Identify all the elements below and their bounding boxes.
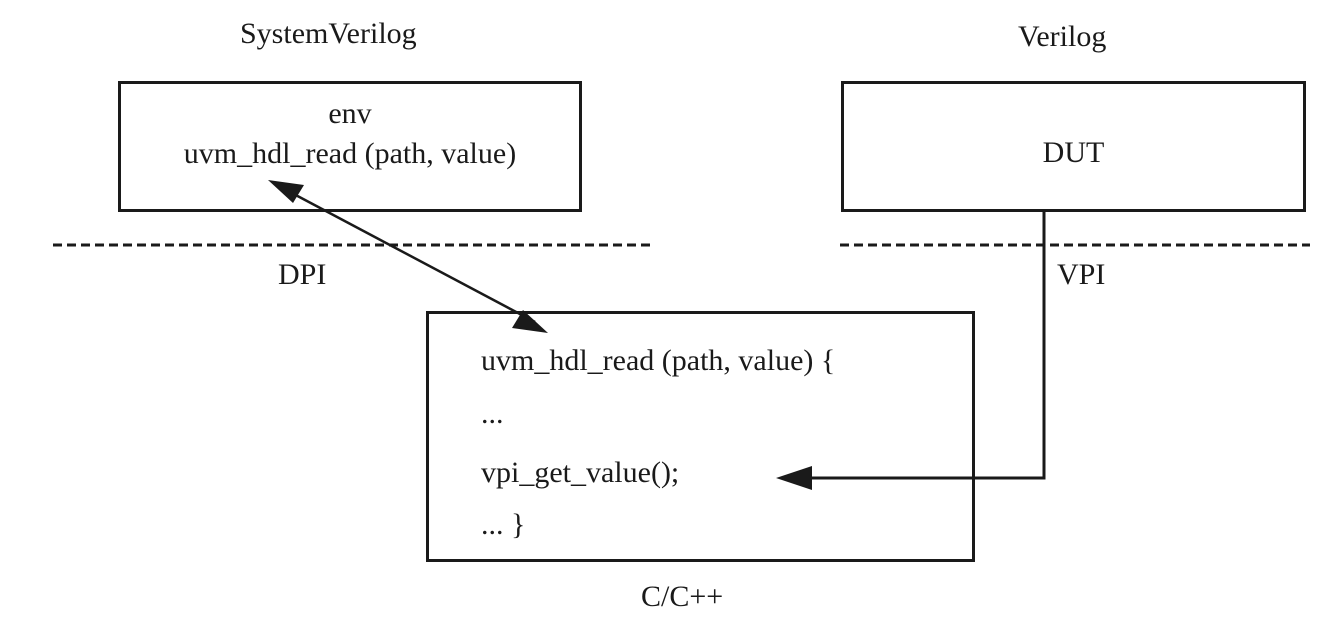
verilog-label: Verilog — [1018, 20, 1107, 53]
vpi-label: VPI — [1057, 258, 1106, 291]
vpi-arrowhead — [776, 466, 812, 490]
env-box-call: uvm_hdl_read (path, value) — [183, 137, 517, 170]
dpi-arrowhead-bottom — [512, 310, 548, 333]
systemverilog-label: SystemVerilog — [240, 17, 417, 50]
c-line-close: ... } — [481, 508, 526, 541]
dpi-label: DPI — [278, 258, 327, 291]
env-box: env uvm_hdl_read (path, value) — [118, 81, 582, 212]
env-box-title: env — [328, 97, 372, 130]
c-line-vpi-call: vpi_get_value(); — [481, 456, 680, 489]
dpi-arrow-line — [289, 190, 536, 324]
dut-box-label: DUT — [1042, 136, 1105, 169]
dut-box: DUT — [841, 81, 1306, 212]
c-function-box: uvm_hdl_read (path, value) { ... vpi_get… — [426, 311, 975, 562]
dpi-arrowhead-top — [268, 180, 304, 203]
c-line-signature: uvm_hdl_read (path, value) { — [481, 344, 836, 377]
c-line-ellipsis: ... — [481, 397, 504, 430]
cpp-label: C/C++ — [641, 580, 724, 613]
vpi-connector-line — [800, 212, 1046, 480]
